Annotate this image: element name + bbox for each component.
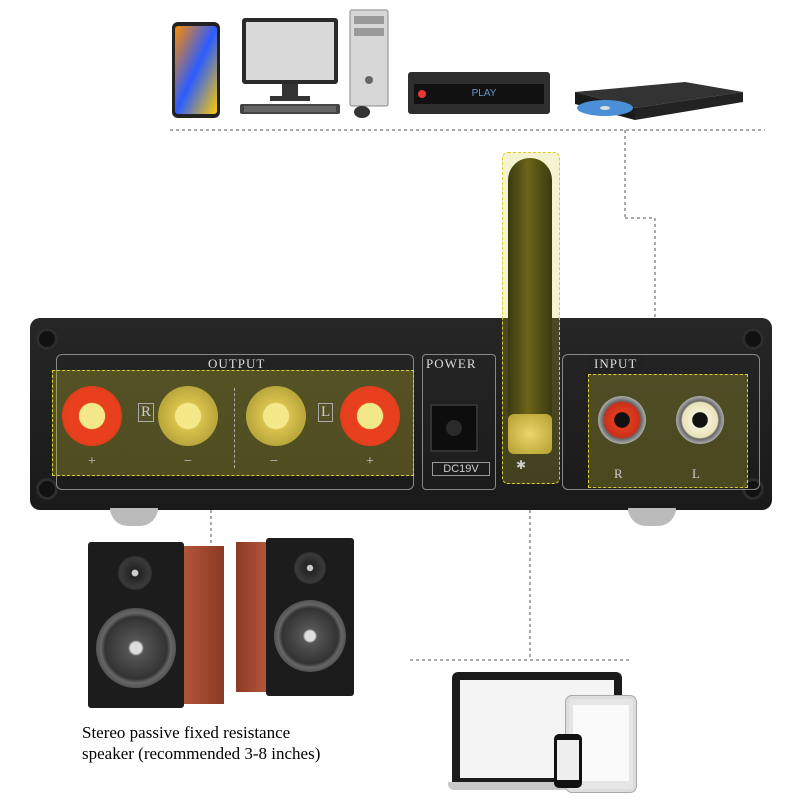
speaker-side-wood [184,546,224,704]
plus-sign: + [88,454,96,469]
input-section-frame [562,354,760,490]
mouse-icon [354,106,370,118]
channel-divider [234,388,235,468]
player-front-panel [414,84,544,104]
terminal-r-plus [62,386,122,446]
output-label: OUTPUT [202,356,272,372]
input-l-mark: L [692,466,700,481]
foot [628,508,676,526]
source-devices: PLAY [160,0,780,135]
l-mark: L [318,403,334,422]
speaker-front [266,538,354,696]
smartphone-icon [172,22,220,118]
speaker-front [88,542,184,708]
terminal-l-plus [340,386,400,446]
foot [110,508,158,526]
tweeter-icon [294,552,326,584]
minus-sign: − [184,454,192,469]
rca-input-left [676,396,724,444]
bluetooth-antenna: ✱ [502,152,560,484]
input-label: INPUT [588,356,644,372]
woofer-icon [96,608,176,688]
woofer-icon [274,600,346,672]
minus-sign: − [270,454,278,469]
bluetooth-devices [448,668,644,794]
speaker-side-wood [236,542,266,692]
speaker-caption: Stereo passive fixed resistance speaker … [82,722,412,764]
input-r-mark: R [614,466,623,481]
tweeter-icon [118,556,152,590]
power-section-frame [422,354,496,490]
rca-input-right [598,396,646,444]
disc-player-icon [575,82,743,120]
power-label: POWER [426,356,477,371]
terminal-l-minus [246,386,306,446]
screw-icon [36,478,58,500]
phone-icon [554,734,582,788]
dc-label: DC19V [432,462,490,476]
media-player: PLAY [408,72,550,114]
pc-tower-icon [349,9,389,107]
amplifier-back-panel: OUTPUT R L + − − + POWER DC19V INPUT R L [30,318,772,510]
stereo-speakers [88,538,358,708]
caption-line-1: Stereo passive fixed resistance [82,723,291,742]
laptop-base [448,782,626,790]
screw-icon [742,328,764,350]
antenna-connector [508,414,552,454]
speaker-left [88,542,228,708]
tablet-screen [573,705,629,781]
caption-line-2: speaker (recommended 3-8 inches) [82,744,321,763]
player-red-dot [418,90,426,98]
jack-hole [446,420,462,436]
phone-screen [557,740,579,780]
plus-sign: + [366,454,374,469]
r-mark: R [138,403,155,422]
terminal-r-minus [158,386,218,446]
screw-icon [36,328,58,350]
player-screen: PLAY [471,88,497,99]
desktop-monitor-icon [240,18,340,114]
dc-power-jack [430,404,478,452]
speaker-right [236,538,354,696]
antenna-rod [508,158,552,420]
bluetooth-icon: ✱ [516,458,527,472]
